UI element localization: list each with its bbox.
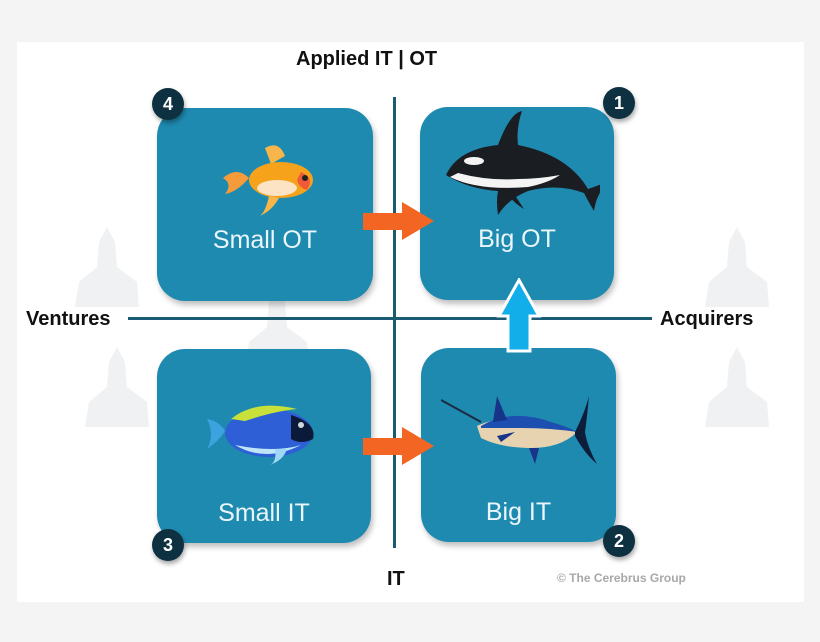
quadrant-label: Small OT <box>212 226 318 254</box>
marlin-icon <box>441 396 597 464</box>
axis-label-top: Applied IT | OT <box>296 48 438 70</box>
quadrant-number-badge: 1 <box>603 87 635 119</box>
arrow-right-icon <box>363 202 434 240</box>
quadrant-label: Big IT <box>485 498 552 526</box>
axis-label-right: Acquirers <box>660 308 754 330</box>
quadrant-big-it: Big IT <box>421 348 616 542</box>
blue-tang-fish-icon <box>207 405 314 465</box>
arrow-right-icon <box>363 427 434 465</box>
axis-label-left: Ventures <box>26 308 111 330</box>
quadrant-small-ot: Small OT <box>157 108 373 301</box>
knight-watermark-icon <box>85 347 149 427</box>
diagram-panel: Applied IT | OT IT Ventures Acquirers <box>17 42 804 602</box>
axis-label-bottom: IT <box>387 568 405 590</box>
arrow-up-icon <box>496 278 542 353</box>
quadrant-number-badge: 2 <box>603 525 635 557</box>
quadrant-label: Big OT <box>478 225 556 253</box>
quadrant-small-it: Small IT <box>157 349 371 543</box>
knight-watermark-icon <box>75 227 139 307</box>
quadrant-label: Small IT <box>218 499 310 527</box>
quadrant-number-badge: 4 <box>152 88 184 120</box>
knight-watermark-icon <box>705 227 769 307</box>
quadrant-number-badge: 3 <box>152 529 184 561</box>
orca-icon <box>446 111 600 215</box>
vertical-axis-line <box>393 97 396 548</box>
horizontal-axis-line <box>128 317 652 320</box>
goldfish-icon <box>223 145 313 216</box>
knight-watermark-icon <box>245 287 309 367</box>
knight-watermark-icon <box>705 347 769 427</box>
copyright-credit: © The Cerebrus Group <box>557 571 686 585</box>
quadrant-big-ot: Big OT <box>420 107 614 300</box>
